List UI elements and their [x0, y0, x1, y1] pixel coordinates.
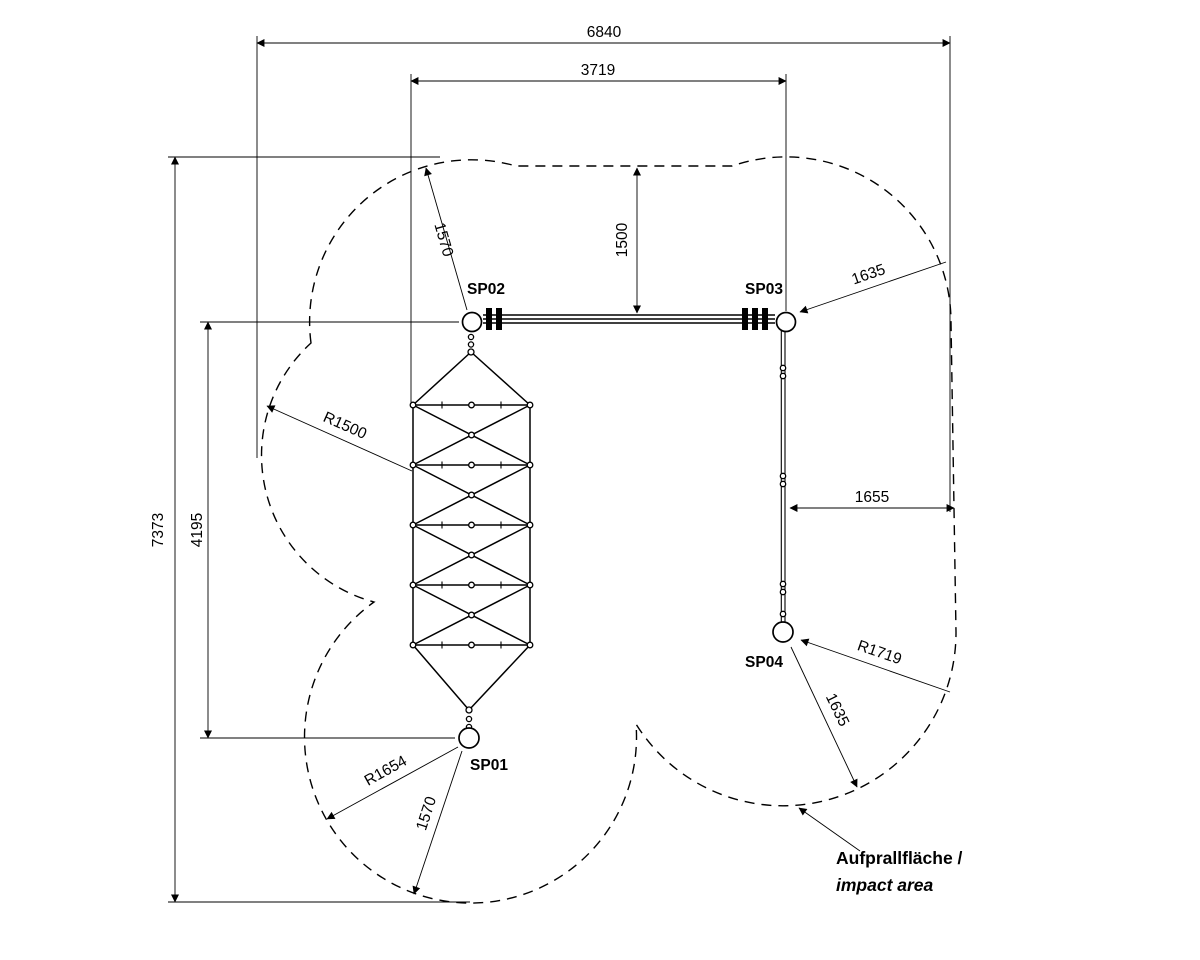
label-sp04: SP04 — [745, 654, 783, 671]
impact-area-note: Aufprallfläche / impact area — [836, 848, 963, 895]
net-dot — [468, 431, 475, 439]
net-dot — [468, 581, 475, 589]
net-dot — [526, 521, 534, 529]
post-dot — [779, 372, 787, 380]
net-dot — [468, 401, 475, 409]
leader-impact-area-note — [798, 807, 861, 852]
net-dot — [526, 641, 534, 649]
support-post — [779, 331, 787, 623]
leader-radius-right — [800, 638, 951, 693]
leader-radius-bottom-right — [790, 646, 858, 788]
ball-sp02 — [461, 311, 483, 333]
net-bottom-dot — [465, 706, 473, 714]
net-connector-dots — [409, 333, 534, 731]
radius-leaders — [266, 167, 951, 895]
net-dot — [526, 581, 534, 589]
dim-inner-height-label: 4195 — [189, 513, 206, 547]
net-dot — [468, 491, 475, 499]
net-dot — [409, 401, 417, 409]
net-dot — [468, 611, 475, 619]
beam-clamp — [742, 308, 748, 330]
beam-clamp — [486, 308, 492, 330]
leader-radius-left — [266, 405, 413, 472]
dim-total-width-label: 6840 — [587, 24, 622, 41]
dim-total-height-label: 7373 — [150, 513, 167, 547]
dimension-lines — [171, 39, 955, 903]
dim-inner-width-label: 3719 — [581, 62, 615, 79]
swing-beam — [483, 308, 775, 330]
leader-radius-bottom — [412, 750, 463, 895]
post-dot — [779, 610, 787, 618]
impact-area-outline — [260, 156, 957, 904]
leader-radius-bottom-left — [326, 746, 459, 820]
post-dot — [779, 364, 787, 372]
dim-post-clearance-label: 1655 — [855, 489, 889, 506]
net-dot — [468, 641, 475, 649]
post-dot — [779, 588, 787, 596]
net-dot — [526, 461, 534, 469]
net-dot — [526, 401, 534, 409]
label-sp01: SP01 — [470, 757, 508, 774]
net-dot — [409, 521, 417, 529]
label-sp02: SP02 — [467, 281, 505, 298]
support-balls — [458, 311, 797, 749]
beam-clamp — [496, 308, 502, 330]
climbing-net — [409, 333, 534, 731]
net-chain-dot — [465, 715, 473, 723]
net-dot — [409, 641, 417, 649]
beam-rails — [483, 314, 775, 324]
ball-sp03 — [775, 311, 797, 333]
post-dot — [779, 472, 787, 480]
net-dot — [468, 461, 475, 469]
net-dot — [468, 521, 475, 529]
net-dot — [409, 581, 417, 589]
leader-radius-top-left — [424, 167, 468, 311]
net-rope-clamps — [441, 401, 502, 649]
ball-sp01 — [458, 727, 480, 749]
beam-clamp — [752, 308, 758, 330]
net-chain-dot — [467, 341, 475, 348]
support-point-labels: SP02 SP03 SP01 SP04 — [467, 281, 783, 774]
leader-radius-top-right — [799, 261, 947, 314]
label-sp03: SP03 — [745, 281, 783, 298]
net-dot — [468, 551, 475, 559]
net-chain-dot — [467, 333, 475, 341]
impact-area-note-en: impact area — [836, 875, 934, 895]
extension-lines — [168, 36, 951, 903]
dim-beam-clearance-label: 1500 — [614, 222, 631, 257]
extension-lines-path — [168, 36, 951, 903]
post-dot — [779, 580, 787, 588]
ball-sp04 — [772, 621, 794, 643]
post-dot — [779, 480, 787, 488]
net-apex-dot — [467, 348, 475, 356]
net-dot — [409, 461, 417, 469]
beam-clamp — [762, 308, 768, 330]
impact-area-note-de: Aufprallfläche / — [836, 848, 963, 868]
